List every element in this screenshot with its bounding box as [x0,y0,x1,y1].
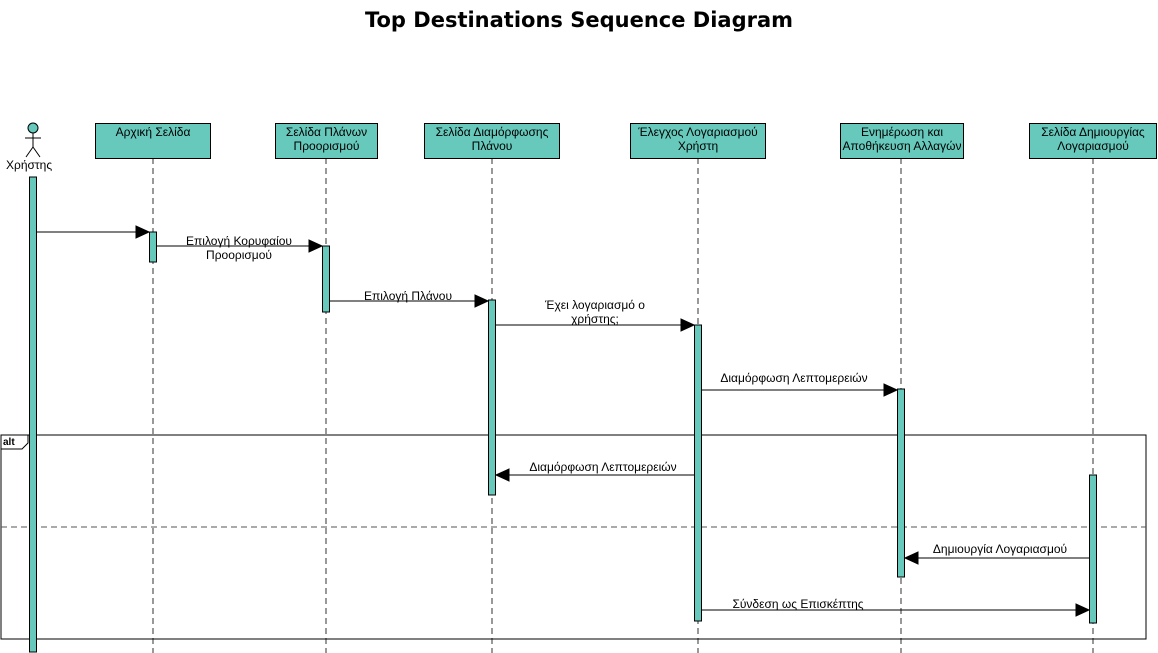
activation-update [897,388,905,578]
message-label-5: Διαμόρφωση Λεπτομερειών [720,371,868,385]
message-label-4: Έχει λογαριασμό ο χρήστης; [545,298,645,326]
message-label-8: Σύνδεση ως Επισκέπτης [732,597,864,611]
participant-check: Έλεγχος Λογαριασμού Χρήστη [630,123,766,159]
activation-home [149,231,157,263]
participant-plans: Σελίδα Πλάνων Προορισμού [275,123,378,159]
activation-check [694,324,702,622]
arrowhead-6 [494,468,510,482]
alt-fragment-label: alt [3,437,15,448]
alt-fragment [0,434,1147,640]
message-arrows [37,225,1091,617]
actor-label: Χρήστης [6,158,53,172]
message-label-3: Επιλογή Πλάνου [363,289,453,303]
participant-home: Αρχική Σελίδα [95,123,211,159]
activation-config [488,299,496,496]
activation-plans [322,245,330,313]
stick-figure-icon [25,122,41,158]
message-label-7: Δημιουργία Λογαριασμού [932,542,1068,556]
message-label-2: Επιλογή Κορυφαίου Προορισμού [186,234,292,262]
arrowhead-7 [903,551,919,565]
arrowhead-3 [474,294,490,308]
lifelines [152,158,1094,653]
activation-create [1089,474,1097,624]
participant-create: Σελίδα Δημιουργίας Λογαριασμού [1029,123,1157,159]
activation-actor [29,176,37,653]
alt-fragment-tab [1,435,29,450]
message-label-6: Διαμόρφωση Λεπτομερειών [529,460,677,474]
arrowhead-5 [883,383,899,397]
arrowhead-8 [1075,603,1091,617]
activation-bars [29,176,1097,653]
arrowhead-4 [680,318,696,332]
participant-update: Ενημέρωση και Αποθήκευση Αλλαγών [840,123,964,159]
participant-config: Σελίδα Διαμόρφωσης Πλάνου [424,123,560,159]
arrowhead-1 [135,225,151,239]
diagram-title: Top Destinations Sequence Diagram [364,8,794,32]
arrowhead-2 [308,239,324,253]
